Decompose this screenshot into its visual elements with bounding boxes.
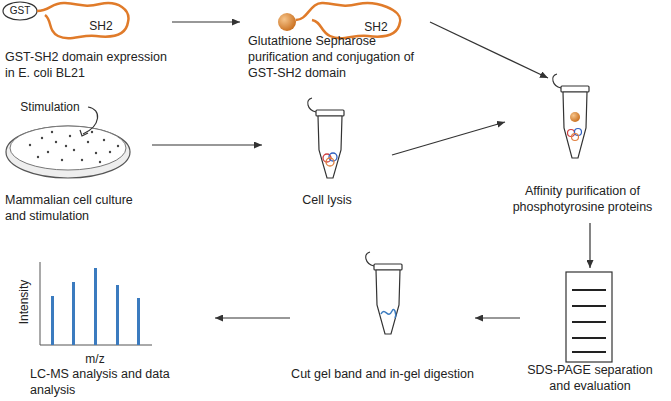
- peak: [116, 285, 119, 345]
- figure-label: Stimulation: [20, 100, 79, 114]
- sepharose-bead: [570, 112, 580, 122]
- protein: [568, 130, 575, 137]
- peak: [137, 298, 140, 345]
- petri-dish: [6, 126, 130, 178]
- flow-arrow: [430, 22, 548, 78]
- cell-dot: [51, 131, 53, 133]
- tube-lid: [553, 74, 561, 88]
- gel-lane: [566, 272, 612, 362]
- peak: [72, 282, 75, 345]
- step-caption: SDS-PAGE separation and evaluation: [520, 362, 660, 394]
- gst-tag: [3, 2, 37, 20]
- cell-dot: [69, 135, 71, 137]
- figure-label: SH2: [364, 20, 387, 34]
- sh2-domain: [37, 3, 128, 38]
- spectrum-peaks: [51, 268, 140, 345]
- step-caption: LC-MS analysis and data analysis: [30, 366, 215, 398]
- cell-dot: [103, 139, 105, 141]
- cell-dot: [73, 149, 75, 151]
- peak: [51, 296, 54, 345]
- figure-label: Intensity: [17, 280, 31, 325]
- figure-label: m/z: [85, 352, 104, 366]
- step-caption: Glutathione Sepharose purification and c…: [248, 33, 430, 81]
- cell-dot: [47, 151, 49, 153]
- step-caption: Cell lysis: [262, 192, 392, 208]
- peak: [94, 268, 97, 345]
- cell-dot: [81, 159, 83, 161]
- gel-band: [572, 289, 606, 291]
- gel-band: [572, 305, 606, 307]
- figure-label: GST: [10, 4, 31, 18]
- flow-arrow: [589, 223, 590, 268]
- process-step: LC-MS analysis and data analysis: [15, 262, 215, 400]
- gel-bands: [572, 290, 606, 352]
- flow-arrow: [172, 21, 240, 22]
- cell-dot: [41, 137, 43, 139]
- process-step: SDS-PAGE separation and evaluation: [520, 268, 660, 400]
- stimulation-arrow: [83, 107, 98, 134]
- tube-lid: [366, 252, 374, 266]
- cell-dot: [117, 145, 119, 147]
- step-caption: Cut gel band and in-gel digestion: [290, 366, 475, 382]
- tube-cap: [561, 86, 589, 92]
- flow-arrow: [152, 144, 262, 145]
- process-step: Affinity purification of phosphotyrosine…: [505, 78, 660, 223]
- stimulation-arrowhead: [80, 130, 88, 136]
- cell-dot: [61, 159, 63, 161]
- flow-arrow: [215, 317, 290, 318]
- cell-dot: [91, 131, 93, 133]
- tube-body: [376, 270, 400, 334]
- tube-body: [318, 116, 342, 178]
- flow-arrow: [392, 122, 505, 155]
- cell-dot: [55, 141, 57, 143]
- process-step: Cell lysis: [262, 100, 392, 230]
- gel-band: [572, 351, 606, 353]
- sh2-domain: [296, 3, 400, 38]
- sepharose-bead: [278, 13, 296, 31]
- peptides: [381, 309, 396, 318]
- y-axis: [40, 262, 41, 345]
- cells: [29, 131, 119, 163]
- step-caption: GST-SH2 domain expression in E. coli BL2…: [5, 49, 172, 81]
- figure-label: SH2: [89, 19, 112, 33]
- cell-dot: [87, 141, 89, 143]
- cell-dot: [95, 152, 97, 154]
- step-caption: Mammalian cell culture and stimulation: [5, 192, 152, 224]
- process-step: Cut gel band and in-gel digestion: [290, 262, 475, 400]
- protein: [572, 134, 579, 141]
- protein: [326, 158, 334, 166]
- cell-dot: [99, 161, 101, 163]
- cell-dot: [37, 156, 39, 158]
- tube-cap: [374, 264, 402, 270]
- tube-cap: [316, 110, 344, 116]
- tube-lid: [308, 98, 316, 112]
- gel-band: [572, 337, 606, 339]
- process-step: Glutathione Sepharose purification and c…: [240, 0, 430, 85]
- tube-body: [563, 92, 587, 158]
- cell-dot: [65, 145, 67, 147]
- flow-arrow: [475, 317, 520, 318]
- petri-dish-inner: [10, 126, 126, 170]
- gel-band: [572, 321, 606, 323]
- process-step: Mammalian cell culture and stimulation: [2, 95, 152, 230]
- step-caption: Affinity purification of phosphotyrosine…: [505, 183, 660, 215]
- cell-dot: [109, 151, 111, 153]
- cell-dot: [29, 144, 31, 146]
